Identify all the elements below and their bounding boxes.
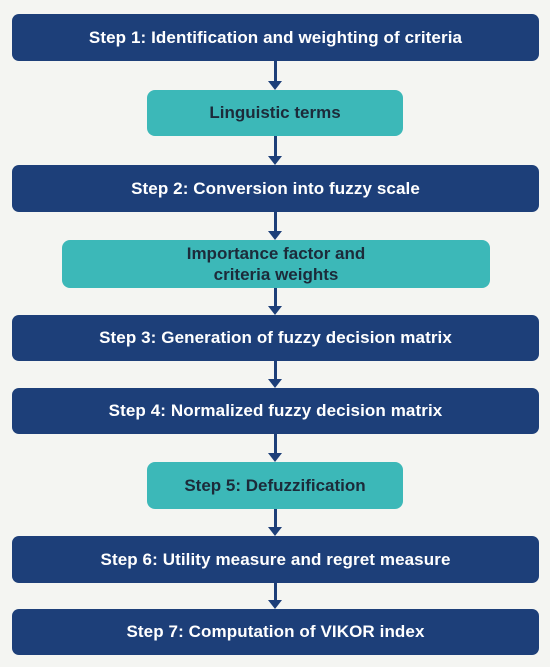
- step-1-box: Step 1: Identification and weighting of …: [12, 14, 539, 61]
- step-5-label: Step 5: Defuzzification: [184, 475, 366, 495]
- importance-factor-label-line2: criteria weights: [213, 265, 339, 284]
- importance-factor-box: Importance factor and criteria weights: [62, 240, 490, 288]
- step-7-box: Step 7: Computation of VIKOR index: [12, 609, 539, 655]
- step-2-box: Step 2: Conversion into fuzzy scale: [12, 165, 539, 212]
- step-4-label: Step 4: Normalized fuzzy decision matrix: [108, 401, 443, 421]
- step-7-label: Step 7: Computation of VIKOR index: [126, 622, 425, 642]
- step-1-label: Step 1: Identification and weighting of …: [88, 27, 463, 47]
- arrow-8: [268, 583, 282, 609]
- arrow-7: [268, 509, 282, 536]
- arrow-6: [268, 434, 282, 462]
- arrow-2: [268, 136, 282, 165]
- arrow-5: [268, 361, 282, 388]
- step-3-box: Step 3: Generation of fuzzy decision mat…: [12, 315, 539, 361]
- arrow-3: [268, 212, 282, 240]
- importance-factor-label-line1: Importance factor and: [186, 243, 366, 263]
- step-6-box: Step 6: Utility measure and regret measu…: [12, 536, 539, 583]
- arrow-4: [268, 288, 282, 315]
- linguistic-terms-box: Linguistic terms: [147, 90, 403, 136]
- step-4-box: Step 4: Normalized fuzzy decision matrix: [12, 388, 539, 434]
- linguistic-terms-label: Linguistic terms: [209, 103, 341, 123]
- step-3-label: Step 3: Generation of fuzzy decision mat…: [99, 328, 452, 348]
- step-6-label: Step 6: Utility measure and regret measu…: [100, 549, 451, 569]
- defuzzification-box: Step 5: Defuzzification: [147, 462, 403, 509]
- step-2-label: Step 2: Conversion into fuzzy scale: [131, 178, 420, 198]
- arrow-1: [268, 61, 282, 90]
